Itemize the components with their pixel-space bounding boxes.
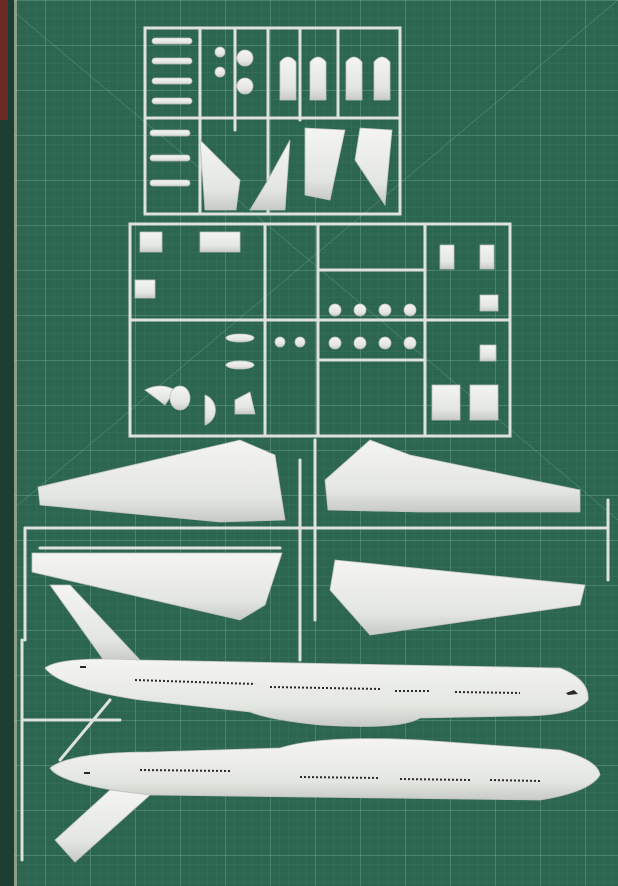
fuselage-half-lower [49,738,601,863]
engine-nacelles [279,56,391,101]
sprue-landing-gear [128,222,512,438]
wing-lower-left [31,552,283,621]
fuselage-half-upper [44,584,589,727]
mat-edge [0,0,17,886]
small-parts [134,231,499,426]
stabilizers [149,127,393,211]
wing-lower-right [329,559,586,636]
engine-pylons [151,37,254,105]
wing-upper-right [324,439,581,513]
wheels [274,303,417,350]
sprue-engines [143,26,402,216]
cabin-windows [134,679,541,782]
cockpit-windows [80,666,578,774]
sprue-wings [20,438,610,862]
wing-upper-left [37,439,286,523]
